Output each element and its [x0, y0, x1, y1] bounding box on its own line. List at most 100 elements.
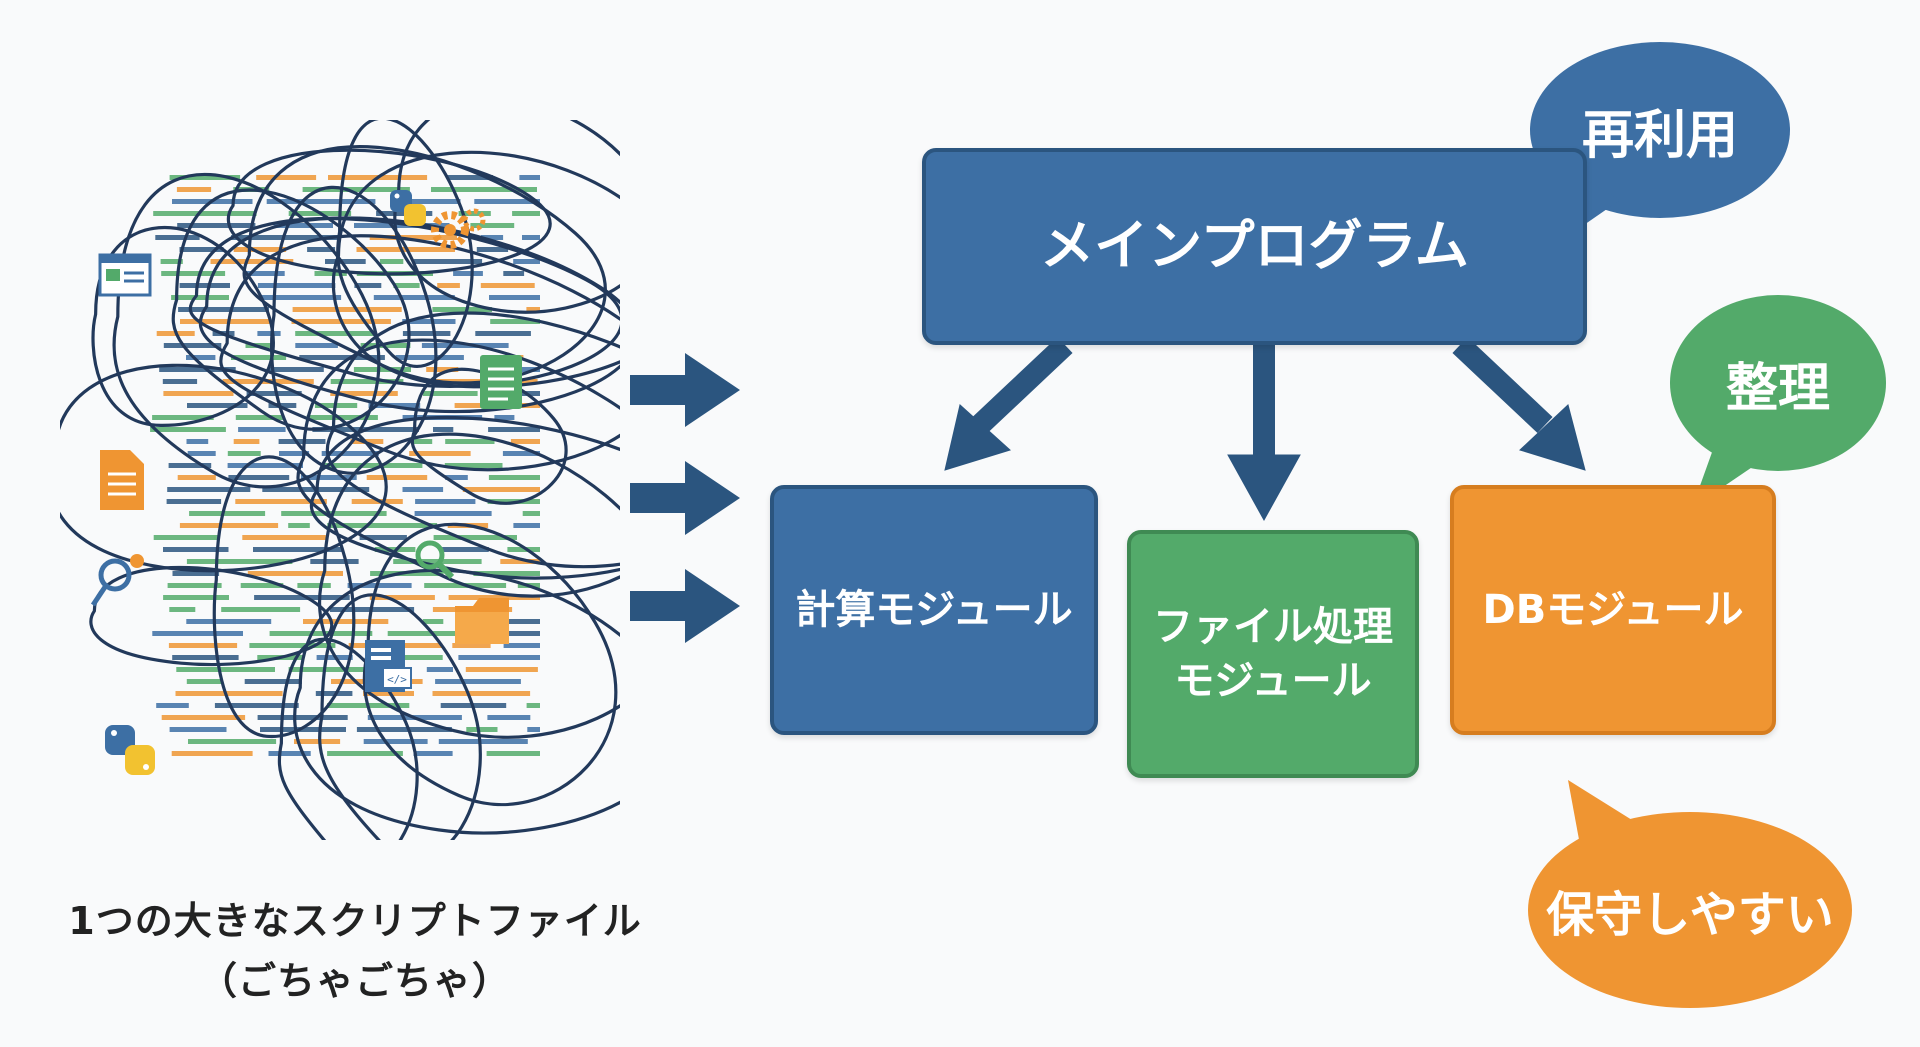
- code-line: [354, 283, 382, 288]
- code-line: [347, 583, 412, 588]
- code-line: [269, 631, 373, 636]
- code-line: [402, 319, 456, 324]
- code-line: [257, 715, 348, 720]
- code-line: [522, 235, 540, 240]
- code-line: [369, 595, 435, 600]
- code-line: [458, 655, 540, 660]
- code-line: [480, 283, 535, 288]
- code-line: [261, 295, 342, 300]
- code-line: [253, 547, 343, 552]
- code-line: [353, 367, 411, 372]
- code-line: [448, 595, 540, 600]
- code-line: [269, 367, 324, 372]
- code-line: [163, 547, 229, 552]
- tangled-script-illustration: </>: [60, 120, 620, 840]
- code-line: [513, 523, 540, 528]
- tangle-loops: [60, 120, 620, 840]
- code-line: [233, 247, 287, 252]
- code-line: [327, 751, 403, 756]
- code-line: [179, 523, 279, 528]
- window-icon: [98, 253, 152, 297]
- tangle-loop: [198, 216, 620, 414]
- code-line: [288, 523, 310, 528]
- code-line: [295, 343, 338, 348]
- bubble-organize-text: 整理: [1725, 358, 1830, 419]
- tangle-loop: [318, 593, 482, 840]
- code-line: [437, 283, 460, 288]
- code-line: [302, 187, 410, 192]
- arrowhead-icon: [944, 404, 1011, 471]
- code-line: [487, 715, 531, 720]
- code-line: [327, 523, 438, 528]
- code-line: [354, 223, 450, 228]
- db-module-box: DBモジュール: [1450, 485, 1776, 735]
- code-line: [186, 559, 293, 564]
- code-line: [462, 487, 540, 492]
- code-line: [180, 319, 271, 324]
- code-line: [369, 235, 457, 240]
- code-line: [503, 643, 540, 648]
- code-line: [177, 223, 256, 228]
- file-module-label-line1: ファイル処理: [1153, 604, 1393, 650]
- code-line: [480, 235, 504, 240]
- code-line: [210, 259, 294, 264]
- code-line: [169, 727, 227, 732]
- code-line: [402, 487, 444, 492]
- code-line: [421, 343, 509, 348]
- code-line: [299, 355, 385, 360]
- code-line: [300, 475, 357, 480]
- code-file-icon: </>: [365, 640, 412, 692]
- code-line: [171, 295, 229, 300]
- code-line: [445, 475, 468, 480]
- tangle-loop: [336, 120, 474, 368]
- code-line: [160, 259, 183, 264]
- code-line: [273, 223, 333, 228]
- code-line: [503, 271, 525, 276]
- code-line: [240, 583, 284, 588]
- calc-module-box: 計算モジュール: [770, 485, 1098, 735]
- code-line: [432, 691, 531, 696]
- code-line: [307, 247, 336, 252]
- script-caption-line1: 1つの大きなスクリプトファイル: [68, 899, 642, 943]
- code-line: [257, 283, 336, 288]
- file-module-label-line2: モジュール: [1174, 658, 1372, 704]
- code-line: [413, 751, 453, 756]
- code-line: [435, 679, 521, 684]
- code-line: [356, 727, 452, 732]
- code-line: [166, 499, 222, 504]
- code-line: [431, 187, 537, 192]
- python-icon: [390, 190, 426, 226]
- code-line: [297, 583, 331, 588]
- tangle-loop: [112, 173, 381, 489]
- code-line: [150, 427, 226, 432]
- db-module-label: DBモジュール: [1482, 587, 1744, 633]
- code-line: [526, 703, 540, 708]
- code-line: [254, 595, 350, 600]
- code-line: [268, 751, 311, 756]
- code-line: [168, 463, 212, 468]
- code-line: [475, 331, 531, 336]
- code-line: [227, 451, 261, 456]
- code-line: [268, 403, 297, 408]
- code-line: [163, 391, 234, 396]
- code-line: [188, 739, 277, 744]
- code-line: [161, 271, 226, 276]
- code-line: [167, 487, 251, 492]
- code-line: [246, 391, 302, 396]
- file-module-box: ファイル処理 モジュール: [1127, 530, 1419, 778]
- bubble-maintain-text: 保守しやすい: [1546, 887, 1834, 943]
- tangle-loop: [242, 145, 607, 385]
- code-line: [423, 391, 478, 396]
- code-line: [488, 475, 540, 480]
- code-line: [452, 643, 491, 648]
- code-line: [373, 295, 455, 300]
- code-line: [325, 259, 366, 264]
- code-line: [330, 379, 404, 384]
- code-line: [502, 451, 540, 456]
- code-line: [227, 463, 303, 468]
- code-line: [395, 355, 464, 360]
- code-line: [247, 571, 343, 576]
- code-line: [153, 535, 219, 540]
- code-line: [490, 319, 540, 324]
- code-line: [442, 547, 489, 552]
